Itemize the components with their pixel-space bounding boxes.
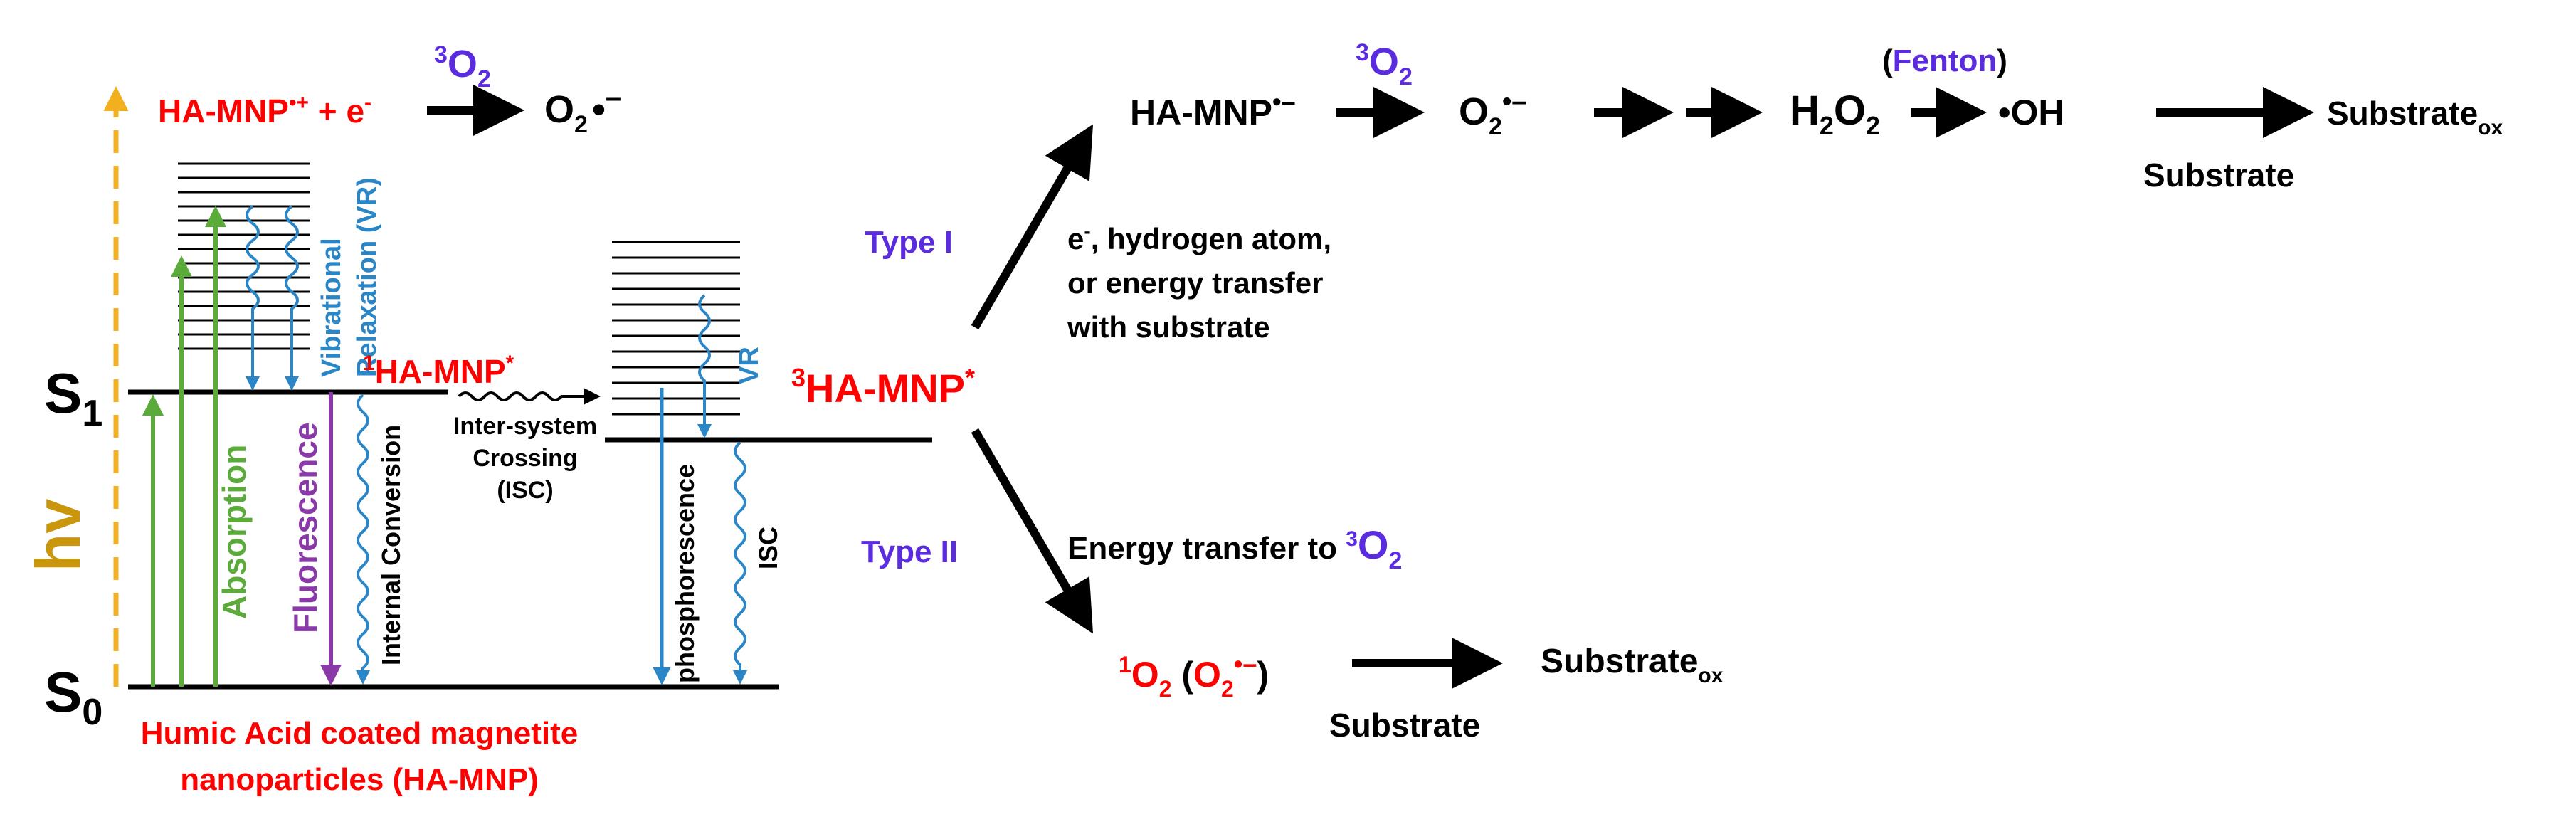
type1-fenton-label: (Fenton) (1882, 43, 2007, 78)
vibrational-relaxation-label-2: Relaxation (VR) (352, 177, 382, 377)
fluorescence-label: Fluorescence (287, 422, 324, 633)
internal-conversion-wave (356, 394, 370, 685)
isc-to-s0-wave (733, 441, 747, 685)
vibrational-relaxation-wave-1 (246, 205, 260, 391)
type2-mechanism: Energy transfer to 3O2 (1067, 522, 1402, 574)
type2-label: Type II (861, 534, 958, 569)
isc-to-s0-label: ISC (754, 527, 783, 569)
type1-radical-anion: HA-MNP•– (1130, 87, 1296, 132)
type1-o2-reagent: 3O2 (1356, 39, 1413, 90)
type1-branch-arrow (971, 124, 1094, 330)
absorption-label: Absorption (216, 445, 253, 619)
s1-label: S1 (44, 362, 102, 434)
phosphorescence-label: phosphorescence (670, 464, 700, 683)
absorption-arrows (142, 206, 226, 687)
isc-label-line2: Crossing (473, 445, 577, 472)
ionization-o2-reagent: 3O2 (434, 41, 491, 93)
t1-vibrational-relaxation-wave (697, 294, 712, 438)
type1-oxidized-product: Substrateox (2327, 95, 2503, 139)
type1-mechanism-line3: with substrate (1067, 310, 1270, 344)
type1-label: Type I (865, 225, 953, 260)
isc-label-line1: Inter-system (453, 413, 597, 440)
type1-mechanism-line1: e-, hydrogen atom, (1067, 220, 1331, 255)
type2-substrate-label: Substrate (1329, 707, 1480, 744)
type1-h2o2: H2O2 (1790, 88, 1880, 140)
t1-vr-label: VR (734, 347, 764, 384)
ionization-product: O2•– (544, 82, 621, 138)
hv-label: hv (23, 499, 93, 572)
vibrational-relaxation-label-1: Vibrational (317, 238, 347, 377)
isc-wave-arrow (458, 388, 601, 405)
isc-label-line3: (ISC) (497, 477, 553, 504)
caption-line-1: Humic Acid coated magnetite (141, 716, 579, 751)
ionization-reactant: HA-MNP•+ + e- (158, 91, 371, 130)
type2-branch-arrow (971, 428, 1094, 634)
type2-singlet-oxygen: 1O2 (O2•–) (1119, 649, 1269, 702)
t1-vibrational-levels (612, 241, 740, 416)
type1-substrate-label: Substrate (2143, 157, 2294, 194)
type1-superoxide: O2•– (1459, 87, 1526, 140)
s0-label: S0 (44, 660, 102, 733)
type2-oxidized-product: Substrateox (1541, 643, 1724, 687)
type1-hydroxyl-radical: •OH (1998, 93, 2064, 132)
triplet-state-label: 3HA-MNP* (791, 363, 975, 411)
type1-mechanism-line2: or energy transfer (1067, 266, 1323, 300)
caption-line-2: nanoparticles (HA-MNP) (180, 762, 539, 797)
internal-conversion-label: Internal Conversion (376, 425, 406, 665)
vibrational-relaxation-wave-2 (285, 205, 299, 391)
singlet-state-label: 1HA-MNP* (363, 352, 514, 390)
